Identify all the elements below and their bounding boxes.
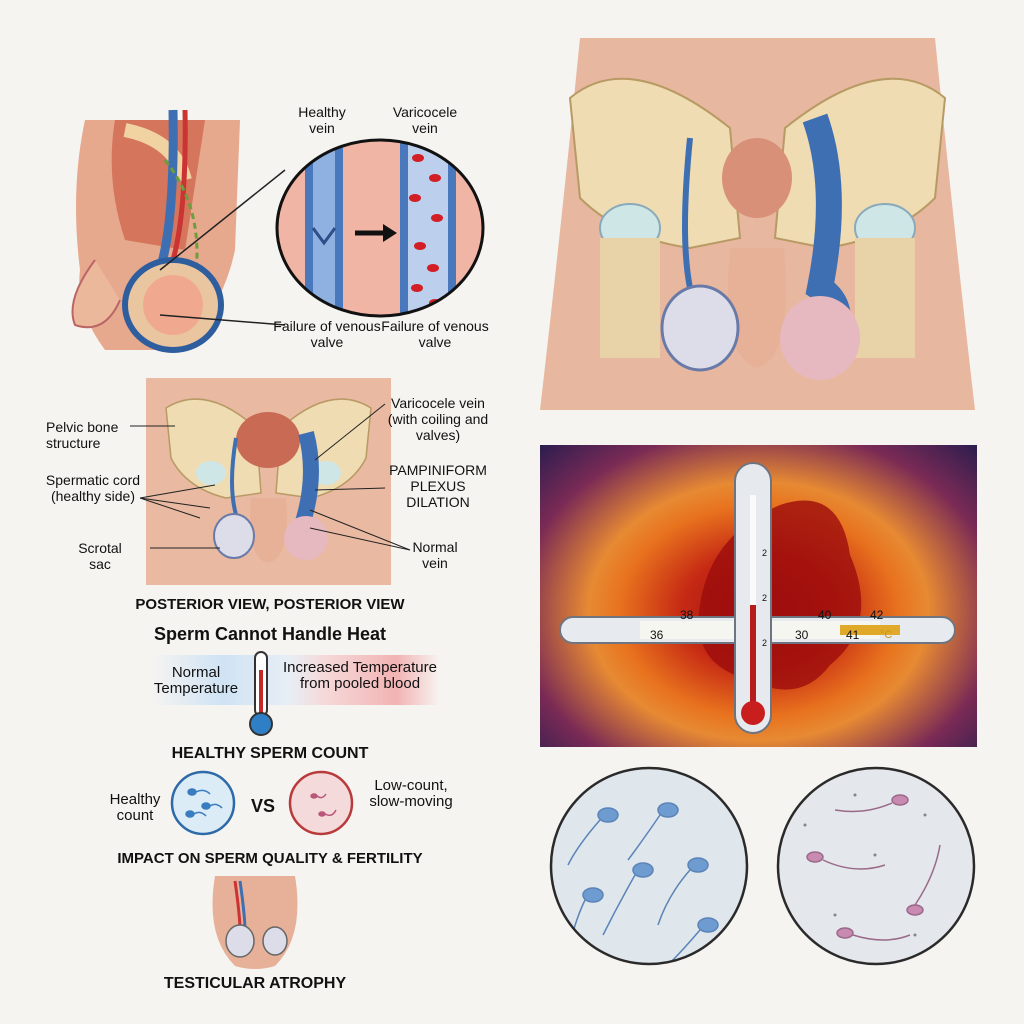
temperature-gradient-bar <box>150 655 440 705</box>
healthy-sperm-icon <box>170 770 236 836</box>
connector-lines <box>150 150 290 330</box>
failure-valve-label-right: Failure of venous valve <box>381 318 489 350</box>
healthy-vein-label: Healthy vein <box>298 104 346 136</box>
heat-title: Sperm Cannot Handle Heat <box>153 624 387 644</box>
pelvic-bone-label: Pelvic bone structure <box>46 419 119 451</box>
impact-title: IMPACT ON SPERM QUALITY & FERTILITY <box>117 850 423 867</box>
side-anatomy-illustration <box>65 100 325 360</box>
posterior-leader-lines <box>120 390 440 570</box>
spermatic-cord-label: Spermatic cord (healthy side) <box>45 472 141 504</box>
scrotal-sac-label: Scrotal sac <box>78 540 122 572</box>
posterior-view-caption: POSTERIOR VIEW, POSTERIOR VIEW <box>135 596 405 613</box>
sperm-count-title: HEALTHY SPERM COUNT <box>171 745 369 762</box>
thermo-tick-bottom-3: 41 <box>846 628 860 642</box>
atrophy-illustration <box>205 876 305 971</box>
vein-zoom-circle <box>275 138 485 318</box>
varicocele-coiling-label: Varicocele vein (with coiling and valves… <box>387 395 489 443</box>
thermo-tick-bottom-2: 30 <box>795 628 809 642</box>
low-sperm-icon <box>288 770 354 836</box>
thermo-vertical-tick-2: 2 <box>762 593 768 603</box>
posterior-pelvic-illustration <box>146 378 391 585</box>
thermo-unit: °C <box>880 629 893 641</box>
failure-valve-label-left: Failure of venous valve <box>273 318 381 350</box>
thermo-vertical-tick-3: 2 <box>762 638 768 648</box>
varicocele-vein-label: Varicocele vein <box>392 104 458 136</box>
normal-temperature-label: Normal Temperature <box>153 664 239 697</box>
thermo-tick-top-3: 42 <box>870 608 884 622</box>
low-sperm-microscope <box>775 765 977 967</box>
heat-thermometer-panel: 38 40 42 36 30 41 °C 2 2 2 <box>540 445 977 747</box>
low-count-label: Low-count, slow-moving <box>369 777 453 810</box>
atrophy-title: TESTICULAR ATROPHY <box>163 975 347 992</box>
pelvis-front-illustration <box>540 38 975 410</box>
healthy-sperm-microscope <box>548 765 750 967</box>
thermo-tick-top-1: 38 <box>680 608 694 622</box>
thermo-vertical-tick-1: 2 <box>762 548 768 558</box>
thermometer-icon <box>245 650 277 738</box>
thermo-tick-top-2: 40 <box>818 608 832 622</box>
vs-label: VS <box>250 796 275 816</box>
healthy-count-label: Healthy count <box>109 791 161 824</box>
increased-temperature-label: Increased Temperature from pooled blood <box>283 659 437 692</box>
pampiniform-plexus-label: PAMPINIFORM PLEXUS DILATION <box>389 462 487 510</box>
thermo-tick-bottom-1: 36 <box>650 628 664 642</box>
normal-vein-label: Normal vein <box>412 539 458 571</box>
